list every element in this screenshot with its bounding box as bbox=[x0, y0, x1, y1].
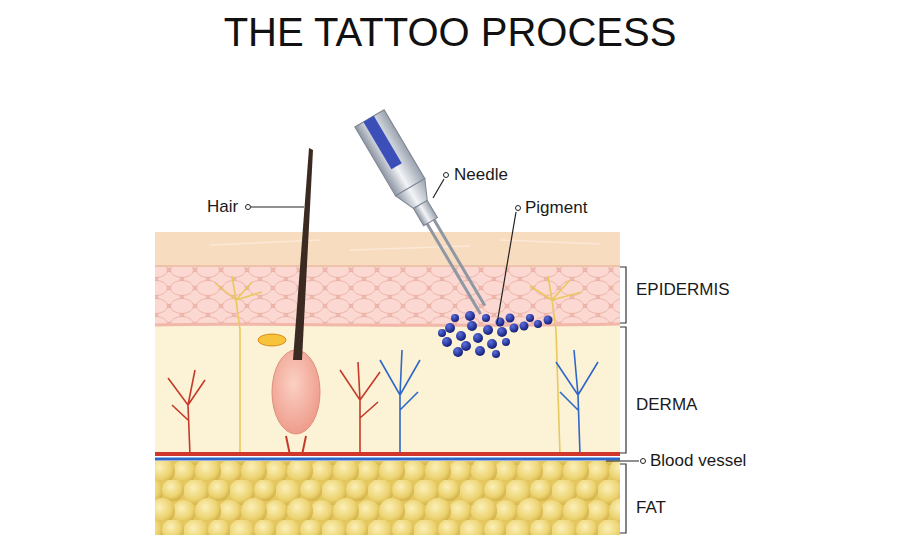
hair-follicle bbox=[272, 350, 320, 434]
leader-dot bbox=[246, 173, 646, 464]
layer-label: EPIDERMIS bbox=[636, 280, 730, 300]
leader-line bbox=[251, 179, 639, 461]
layer-label: DERMA bbox=[636, 395, 697, 415]
layer-border bbox=[155, 324, 620, 325]
follicle-vessel bbox=[286, 436, 306, 455]
tattoo-needle bbox=[355, 110, 499, 321]
part-label: Pigment bbox=[525, 198, 587, 218]
hair-shaft bbox=[293, 148, 313, 360]
skin-surface bbox=[155, 232, 620, 266]
blood-vessel bbox=[155, 452, 620, 456]
part-label: Blood vessel bbox=[650, 451, 746, 471]
epidermis-layer bbox=[155, 266, 620, 325]
pigment-dots bbox=[438, 311, 553, 358]
layer-border bbox=[155, 265, 620, 267]
sebaceous-gland bbox=[258, 334, 286, 346]
blood-vessel bbox=[155, 458, 620, 461]
derma-layer bbox=[155, 325, 620, 455]
part-label: Needle bbox=[454, 165, 508, 185]
nerve-fibre bbox=[215, 276, 582, 455]
fat-layer bbox=[155, 461, 620, 535]
part-label: Hair bbox=[207, 197, 238, 217]
diagram-title: THE TATTOO PROCESS bbox=[0, 10, 900, 55]
skin-texture bbox=[210, 240, 600, 250]
vein-branch bbox=[380, 350, 598, 455]
layer-bracket bbox=[620, 267, 626, 533]
layer-label: FAT bbox=[636, 498, 666, 518]
